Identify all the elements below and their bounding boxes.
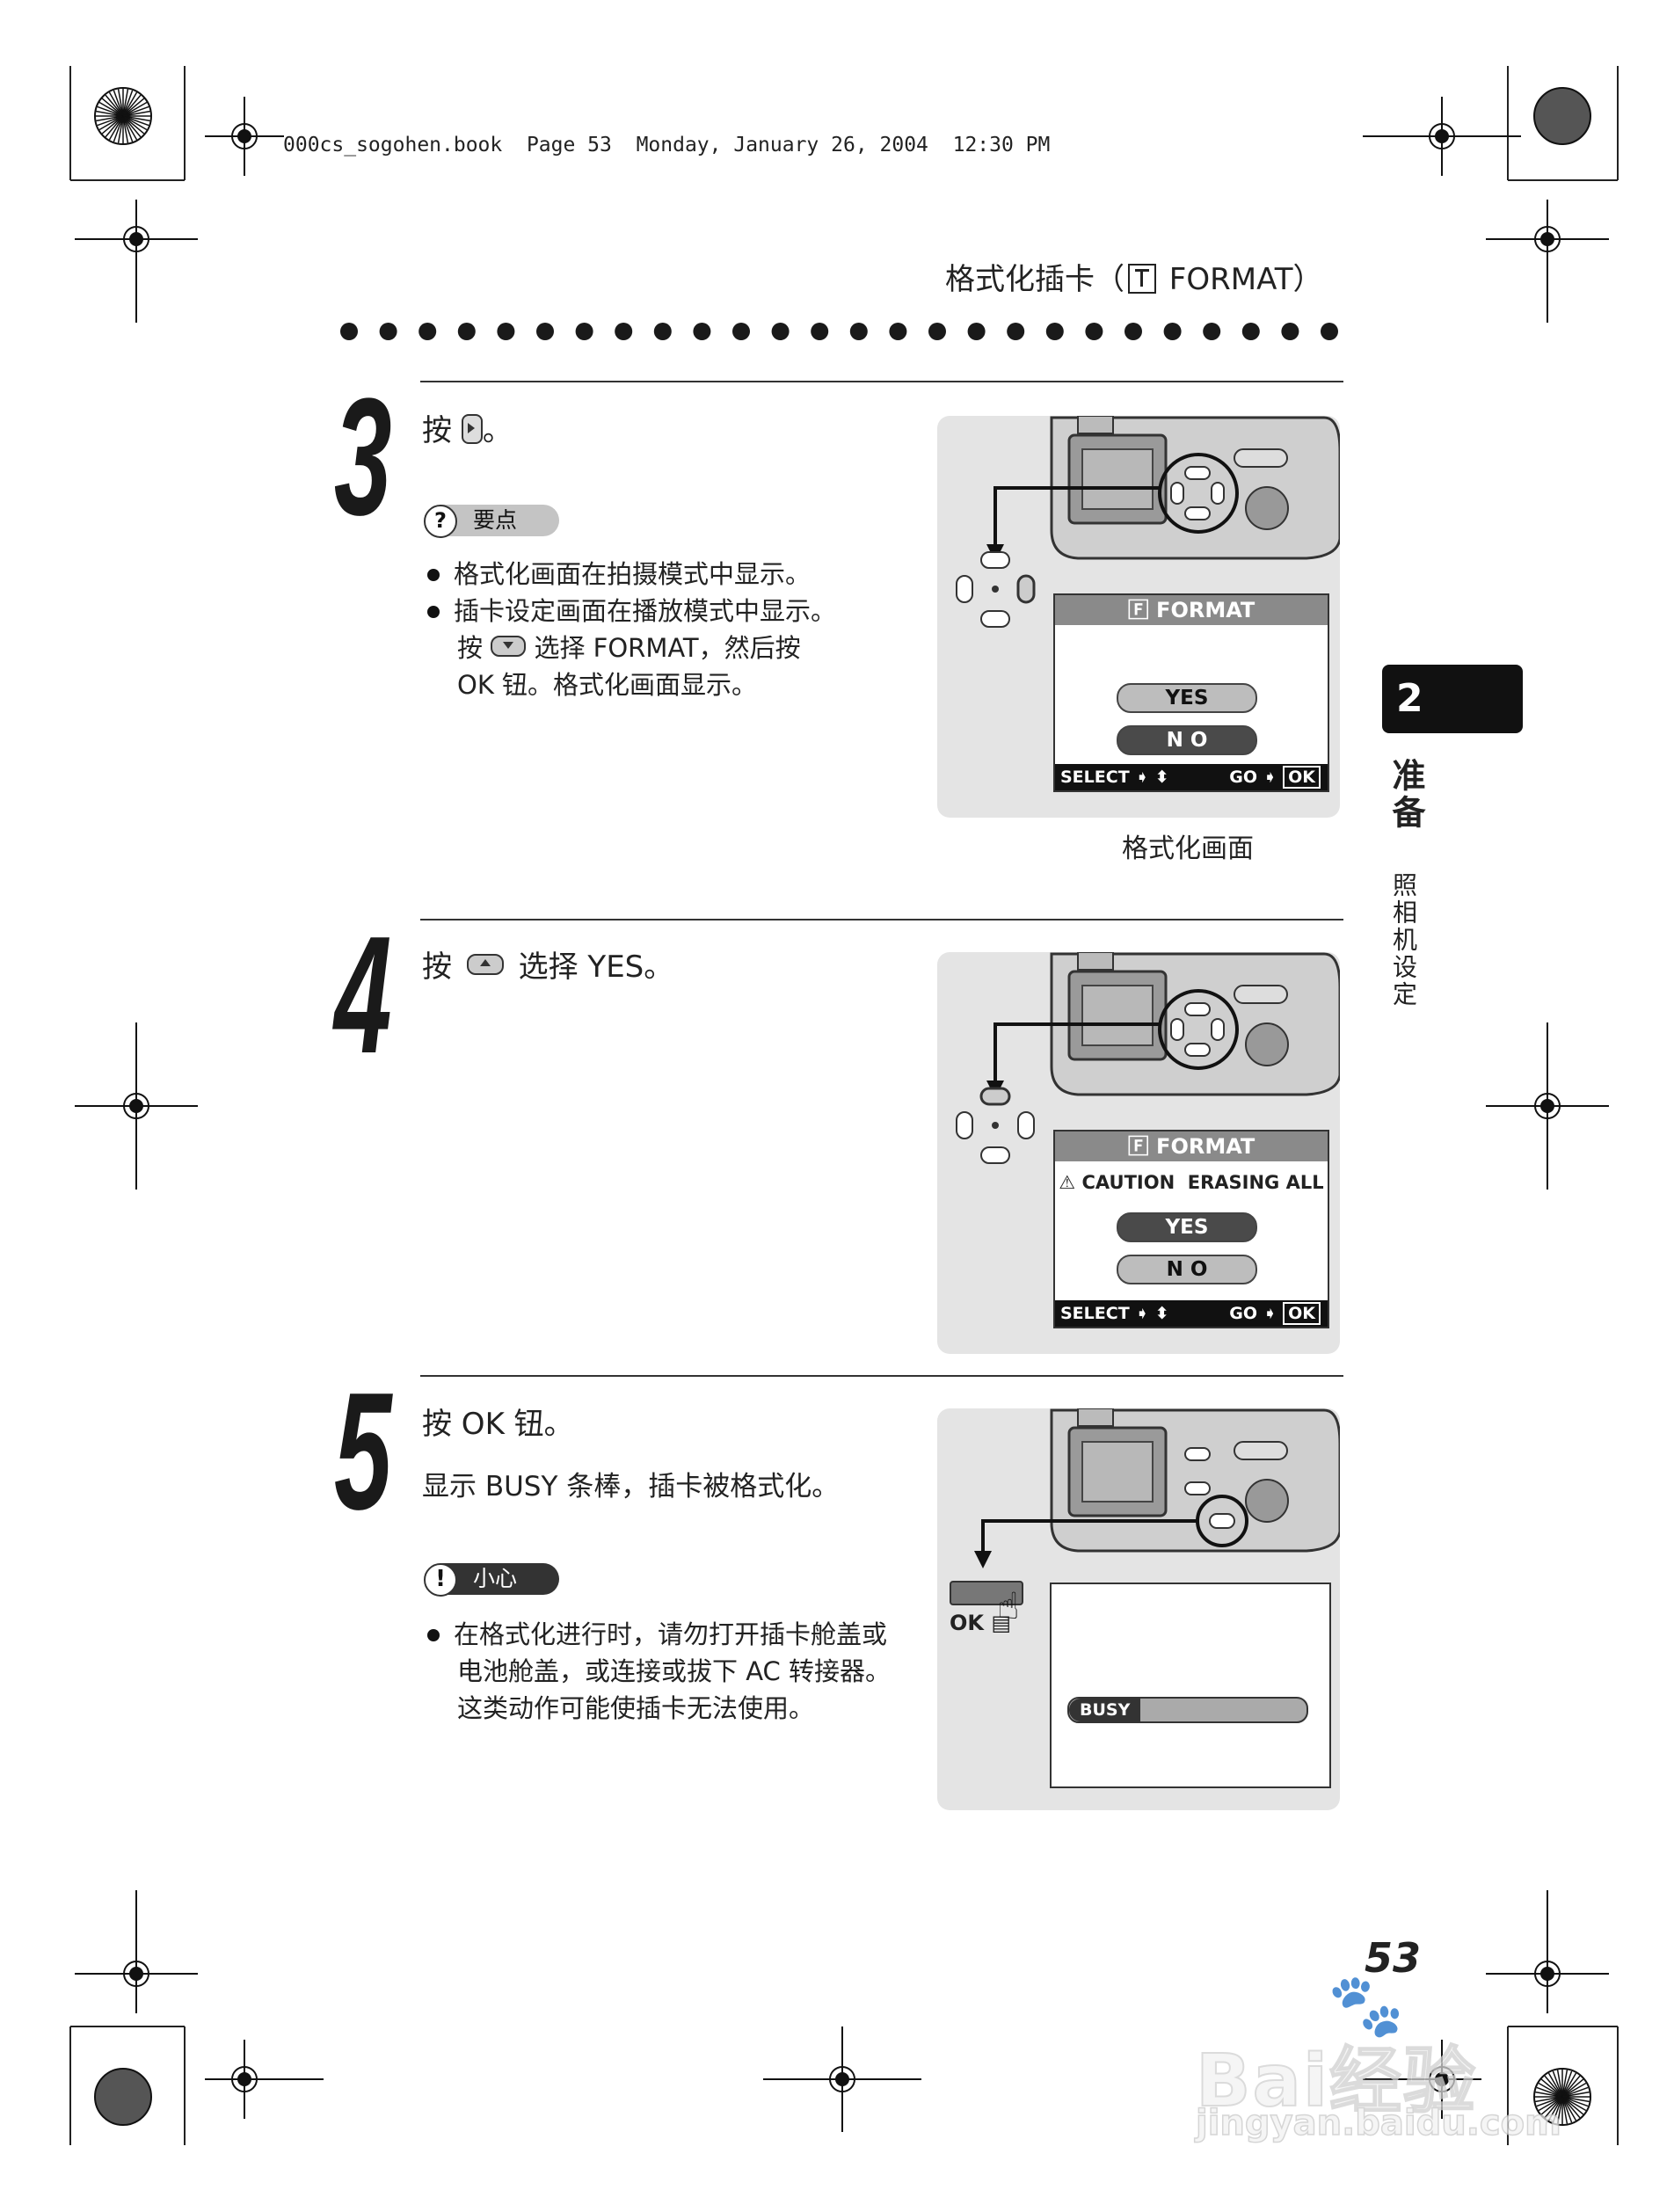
rule-dot [575, 323, 593, 340]
step5-number: 5 [334, 1358, 392, 1545]
question-icon: ? [424, 505, 457, 538]
section-title-pre: 格式化插卡（ [945, 262, 1124, 297]
section-title: 格式化插卡（ FORMAT） [945, 255, 1322, 298]
dotted-rule [340, 323, 1338, 340]
watermark-logo: 🐾 Bai经验 jingyan.baidu.com [1195, 1969, 1562, 2144]
step5-subtext: 显示 BUSY 条棒，插卡被格式化。 [422, 1471, 840, 1503]
bullet-item: 插卡设定画面在播放模式中显示。 [427, 593, 920, 629]
print-info: 000cs_sogohen.book Page 53 Monday, Janua… [283, 134, 1051, 156]
bullet-item: 格式化画面在拍摄模式中显示。 [427, 556, 920, 593]
busy-label: BUSY [1069, 1699, 1141, 1721]
rule-dot [379, 323, 397, 340]
rule-dot [340, 323, 358, 340]
section-title-post: FORMAT） [1160, 262, 1323, 297]
step4-illustration: 🄵 FORMAT ⚠ CAUTION ERASING ALL YES N O S… [937, 952, 1340, 1354]
ok-button-graphic [950, 1581, 1023, 1605]
step3-caption: 格式化画面 [1122, 833, 1254, 864]
bullet-continuation: 电池舱盖，或连接或拔下 AC 转接器。 [457, 1656, 892, 1686]
bullet-item: 在格式化进行时，请勿打开插卡舱盖或 [427, 1616, 937, 1653]
step5-bullets: 在格式化进行时，请勿打开插卡舱盖或 电池舱盖，或连接或拔下 AC 转接器。 这类… [427, 1616, 937, 1727]
menu-icon: ▤ [991, 1611, 1012, 1635]
rule-dot [1281, 323, 1299, 340]
step4-rule [420, 919, 1343, 920]
screen-footer: SELECT ➧ ⬍ GO ➧ OK [1055, 1300, 1328, 1327]
rule-dot [1085, 323, 1103, 340]
ok-label: OK [1283, 1302, 1321, 1325]
page-number: 53 [1365, 1934, 1422, 1982]
chapter-tab: 2 [1382, 665, 1523, 733]
warning-icon: ⚠ [1059, 1172, 1076, 1193]
no-option: N O [1117, 1255, 1257, 1284]
pointing-hand-icon: ☝ [997, 1584, 1020, 1627]
busy-bar: BUSY [1067, 1697, 1308, 1723]
camera-back-illustration [956, 416, 1340, 628]
watermark-url: jingyan.baidu.com [1195, 2102, 1561, 2144]
rule-dot [771, 323, 790, 340]
ok-label: OK [1283, 766, 1321, 789]
paw-icon: 🐾 [1328, 1969, 1405, 2041]
rule-dot [653, 323, 672, 340]
yes-option: YES [1117, 683, 1257, 713]
rule-dot [615, 323, 633, 340]
rule-dot [418, 323, 437, 340]
rule-dot [1321, 323, 1338, 340]
step3-bullets: 格式化画面在拍摄模式中显示。 插卡设定画面在播放模式中显示。 按 选择 FORM… [427, 556, 920, 703]
rule-dot [1045, 323, 1064, 340]
caution-badge: ! 小心 [424, 1563, 559, 1597]
rule-dot [928, 323, 946, 340]
step3-instruction: 按 。 [422, 413, 513, 448]
rule-dot [1163, 323, 1182, 340]
busy-screen: BUSY [1050, 1583, 1331, 1788]
step4-number: 4 [334, 902, 392, 1088]
rule-dot [693, 323, 711, 340]
no-option: N O [1117, 725, 1257, 755]
rule-dot [457, 323, 476, 340]
bullet-continuation: 这类动作可能使插卡无法使用。 [457, 1693, 815, 1723]
step5-illustration: OK ▤ ☝ BUSY [937, 1408, 1340, 1810]
card-icon [1128, 264, 1156, 294]
format-screen: 🄵 FORMAT YES N O SELECT ➧ ⬍ GO ➧ OK [1053, 593, 1329, 792]
watermark-text: Bai经验 [1195, 2039, 1477, 2124]
format-screen-title: 🄵 FORMAT [1055, 595, 1328, 625]
caution-text: ⚠ CAUTION ERASING ALL [1059, 1172, 1324, 1193]
yes-option: YES [1117, 1212, 1257, 1242]
subchapter-title: 照相机设定 [1389, 872, 1418, 1008]
bullet-continuation: 按 选择 FORMAT，然后按 [457, 633, 801, 663]
rule-dot [849, 323, 868, 340]
rule-dot [967, 323, 986, 340]
rule-dot [1241, 323, 1260, 340]
rule-dot [1124, 323, 1142, 340]
card-icon: 🄵 [1127, 598, 1149, 622]
format-screen-title: 🄵 FORMAT [1055, 1131, 1328, 1161]
chapter-title: 准备 [1387, 758, 1425, 832]
rule-dot [536, 323, 554, 340]
camera-back-illustration [956, 952, 1340, 1164]
right-arrow-button-icon [461, 414, 483, 444]
step3-number: 3 [334, 364, 392, 550]
rule-dot [1007, 323, 1025, 340]
step5-rule [420, 1375, 1343, 1377]
card-icon: 🄵 [1127, 1134, 1149, 1159]
rule-dot [1203, 323, 1221, 340]
step4-instruction: 按 选择 YES。 [422, 950, 674, 985]
exclamation-icon: ! [424, 1563, 457, 1597]
step3-rule [420, 381, 1343, 382]
step5-instruction: 按 OK 钮。 [422, 1407, 574, 1442]
step3-illustration: 🄵 FORMAT YES N O SELECT ➧ ⬍ GO ➧ OK [937, 416, 1340, 818]
ok-button-label: OK ▤ [950, 1611, 1012, 1635]
format-caution-screen: 🄵 FORMAT ⚠ CAUTION ERASING ALL YES N O S… [1053, 1130, 1329, 1328]
rule-dot [497, 323, 515, 340]
tip-badge: ? 要点 [424, 505, 559, 538]
bullet-continuation: OK 钮。格式化画面显示。 [457, 670, 758, 700]
down-button-icon [491, 636, 527, 657]
rule-dot [732, 323, 750, 340]
up-button-icon [466, 954, 504, 975]
rule-dot [889, 323, 907, 340]
camera-back-illustration [974, 1408, 1340, 1568]
screen-footer: SELECT ➧ ⬍ GO ➧ OK [1055, 764, 1328, 790]
rule-dot [811, 323, 829, 340]
